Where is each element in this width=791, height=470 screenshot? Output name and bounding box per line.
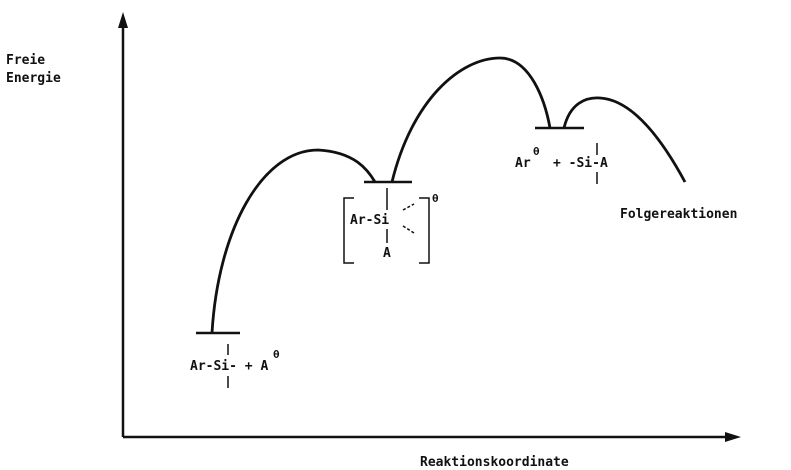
energy-curve-1 bbox=[210, 148, 377, 334]
x-axis bbox=[123, 432, 741, 442]
intermediate-label: Ar-Si A θ bbox=[343, 188, 439, 264]
reactants-charge: θ bbox=[273, 348, 280, 361]
y-axis-label-line2: Energie bbox=[6, 71, 61, 86]
y-axis-label-line1: Freie bbox=[6, 53, 45, 68]
products-charge: θ bbox=[533, 145, 540, 158]
follow-up-label: Folgereaktionen bbox=[620, 207, 737, 222]
energy-curve-2 bbox=[390, 56, 552, 183]
intermediate-a: A bbox=[383, 246, 391, 261]
reactants-label: Ar-Si- + A θ bbox=[190, 344, 280, 388]
products-silane: + -Si-A bbox=[553, 156, 608, 171]
y-axis bbox=[118, 12, 128, 437]
intermediate-ar-si: Ar-Si bbox=[350, 213, 389, 228]
reactants-formula: Ar-Si- + A bbox=[190, 359, 268, 374]
x-axis-label: Reaktionskoordinate bbox=[420, 455, 569, 470]
products-ar: Ar bbox=[515, 156, 531, 171]
products-label: Ar θ + -Si-A bbox=[515, 143, 608, 184]
intermediate-charge: θ bbox=[432, 192, 439, 205]
energy-curve-3 bbox=[562, 96, 687, 183]
